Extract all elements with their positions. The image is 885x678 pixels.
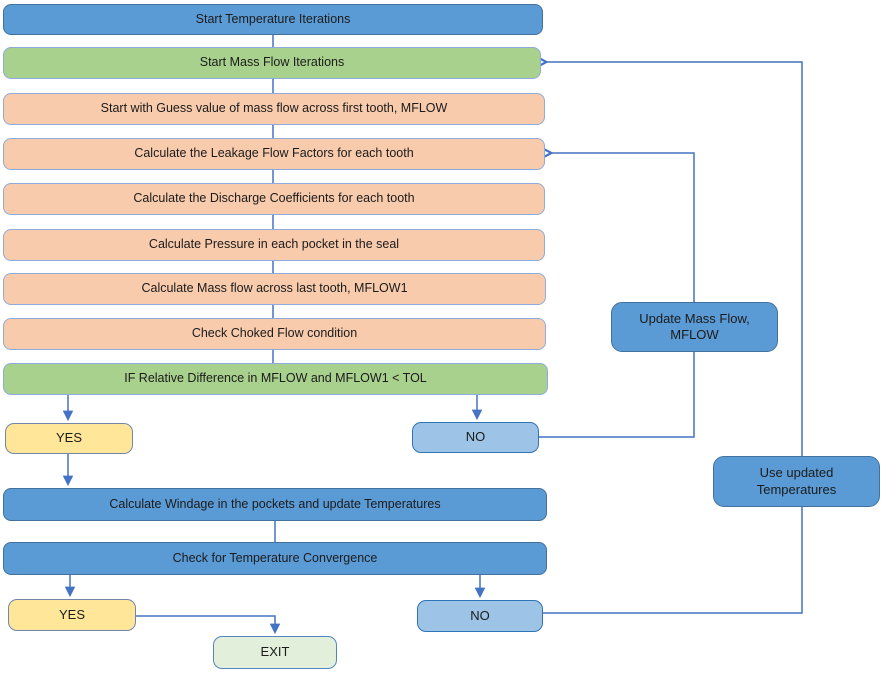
node-leakage-flow-factors: Calculate the Leakage Flow Factors for e… [3,138,545,170]
node-start-mass-flow-iterations: Start Mass Flow Iterations [3,47,541,79]
node-no-mass-flow: NO [412,422,539,453]
node-yes-mass-flow: YES [5,423,133,454]
node-start-temperature-iterations: Start Temperature Iterations [3,4,543,35]
node-use-updated-temperatures-line1: Use updated [759,465,834,481]
connector-yes2-to-exit [136,615,281,635]
node-guess-mass-flow: Start with Guess value of mass flow acro… [3,93,545,125]
node-choked-flow: Check Choked Flow condition [3,318,546,350]
node-pocket-pressure: Calculate Pressure in each pocket in the… [3,229,545,261]
node-update-mass-flow-line2: MFLOW [670,327,719,342]
node-use-updated-temperatures: Use updated Temperatures [713,456,880,507]
node-use-updated-temperatures-line2: Temperatures [756,481,837,497]
node-relative-difference-check: IF Relative Difference in MFLOW and MFLO… [3,363,548,395]
connector-no2-loop-to-start-mass [543,62,803,614]
node-temperature-convergence: Check for Temperature Convergence [3,542,547,575]
node-mass-flow-last-tooth: Calculate Mass flow across last tooth, M… [3,273,546,305]
node-update-mass-flow: Update Mass Flow, MFLOW [611,302,778,352]
node-yes-temperature: YES [8,599,136,631]
node-discharge-coefficients: Calculate the Discharge Coefficients for… [3,183,545,215]
node-windage: Calculate Windage in the pockets and upd… [3,488,547,521]
node-exit: EXIT [213,636,337,669]
connector-no1-loop-to-leakage [539,153,695,438]
node-update-mass-flow-line1: Update Mass Flow, [639,310,750,326]
node-no-temperature: NO [417,600,543,632]
